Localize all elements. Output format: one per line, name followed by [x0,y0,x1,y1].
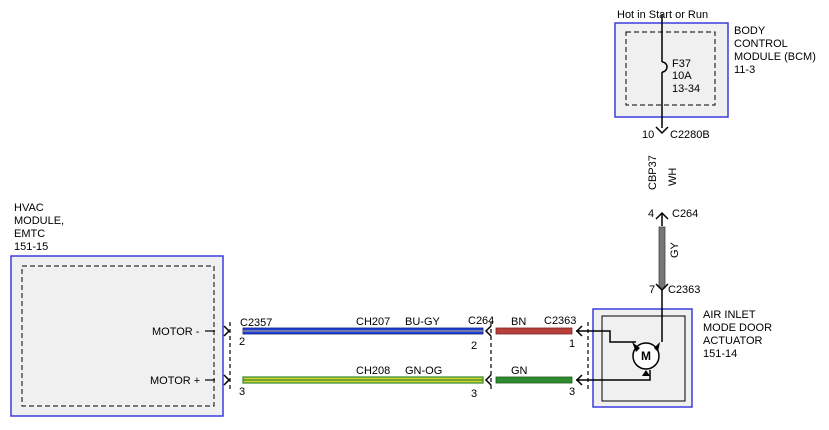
bcm-name-4: 11-3 [734,64,755,76]
bn-wire [495,327,573,335]
fuse-name: F37 [672,58,691,70]
bcm-name-1: BODY [734,25,766,37]
c2363-top-pin: 7 [649,284,655,296]
fuse-rating: 10A [672,70,692,82]
c264-mid-pin2: 2 [471,340,477,352]
bcm-name-2: CONTROL [734,38,788,50]
hvac-inner-box [21,265,215,407]
fuse-ref: 13-34 [672,83,700,95]
bcm-inner-box [625,31,716,106]
actuator-name-3: ACTUATOR [703,335,763,347]
c264-mid-pin3-arrow-icon [484,374,492,386]
c2357-pin3: 3 [239,386,245,398]
gn-wire [495,376,573,384]
c2363-pin1-arrow-icon [575,325,583,337]
ch208-color-label: GN-OG [405,365,442,377]
c264-top-label: C264 [672,208,698,220]
c2280b-label: C2280B [670,129,710,141]
c2363-left-label: C2363 [544,315,576,327]
hvac-module-box [10,255,224,417]
cbp37-circuit-label: CBP37 [647,155,659,190]
motor-terminal-left-icon [632,342,640,352]
bcm-module-box [614,22,729,118]
c264-mid-label: C264 [468,315,494,327]
hvac-name-2: MODULE, [14,215,64,227]
c2280b-arrow-icon [655,126,669,135]
hvac-name-4: 151-15 [14,241,48,253]
ch208-circuit-label: CH208 [356,365,390,377]
gn-color-label: GN [511,365,528,377]
bn-color-label: BN [511,316,526,328]
actuator-name-4: 151-14 [703,348,737,360]
ch207-circuit-label: CH207 [356,316,390,328]
motor-terminal-bottom-icon [642,370,650,376]
gy-wire [658,226,666,289]
c2357-pin3-arrow-icon [223,374,231,386]
c264-mid-pin3: 3 [471,388,477,400]
fuse-f37-icon [661,61,668,73]
gy-color-label: GY [669,241,681,258]
motor-plus-label: MOTOR + [150,375,200,387]
actuator-name-2: MODE DOOR [703,322,772,334]
c2357-label: C2357 [240,317,272,329]
c2363-pin3-arrow-icon [575,374,583,386]
actuator-pin3-wire [576,370,651,381]
c264-mid-pin2-arrow-icon [484,325,492,337]
hvac-name-1: HVAC [14,202,44,214]
c2363-pin3: 3 [569,386,575,398]
motor-minus-label: MOTOR - [152,326,200,338]
motor-terminal-right-icon [654,342,660,352]
motor-icon [632,342,660,370]
motor-symbol-label: M [641,349,651,363]
c2363-pin1: 1 [569,338,575,350]
c2280b-pin: 10 [642,129,654,141]
bcm-name-3: MODULE (BCM) [734,51,816,63]
actuator-pin1-wire [576,330,636,343]
c2357-pin2: 2 [239,336,245,348]
actuator-inner-box [601,315,686,402]
c264-top-pin: 4 [648,208,654,220]
hvac-name-3: EMTC [14,228,45,240]
actuator-name-1: AIR INLET [703,309,756,321]
c2357-pin2-arrow-icon [223,325,231,337]
ch207-color-label: BU-GY [405,316,441,328]
c2363-top-label: C2363 [668,284,700,296]
wh-color-label: WH [667,168,679,186]
